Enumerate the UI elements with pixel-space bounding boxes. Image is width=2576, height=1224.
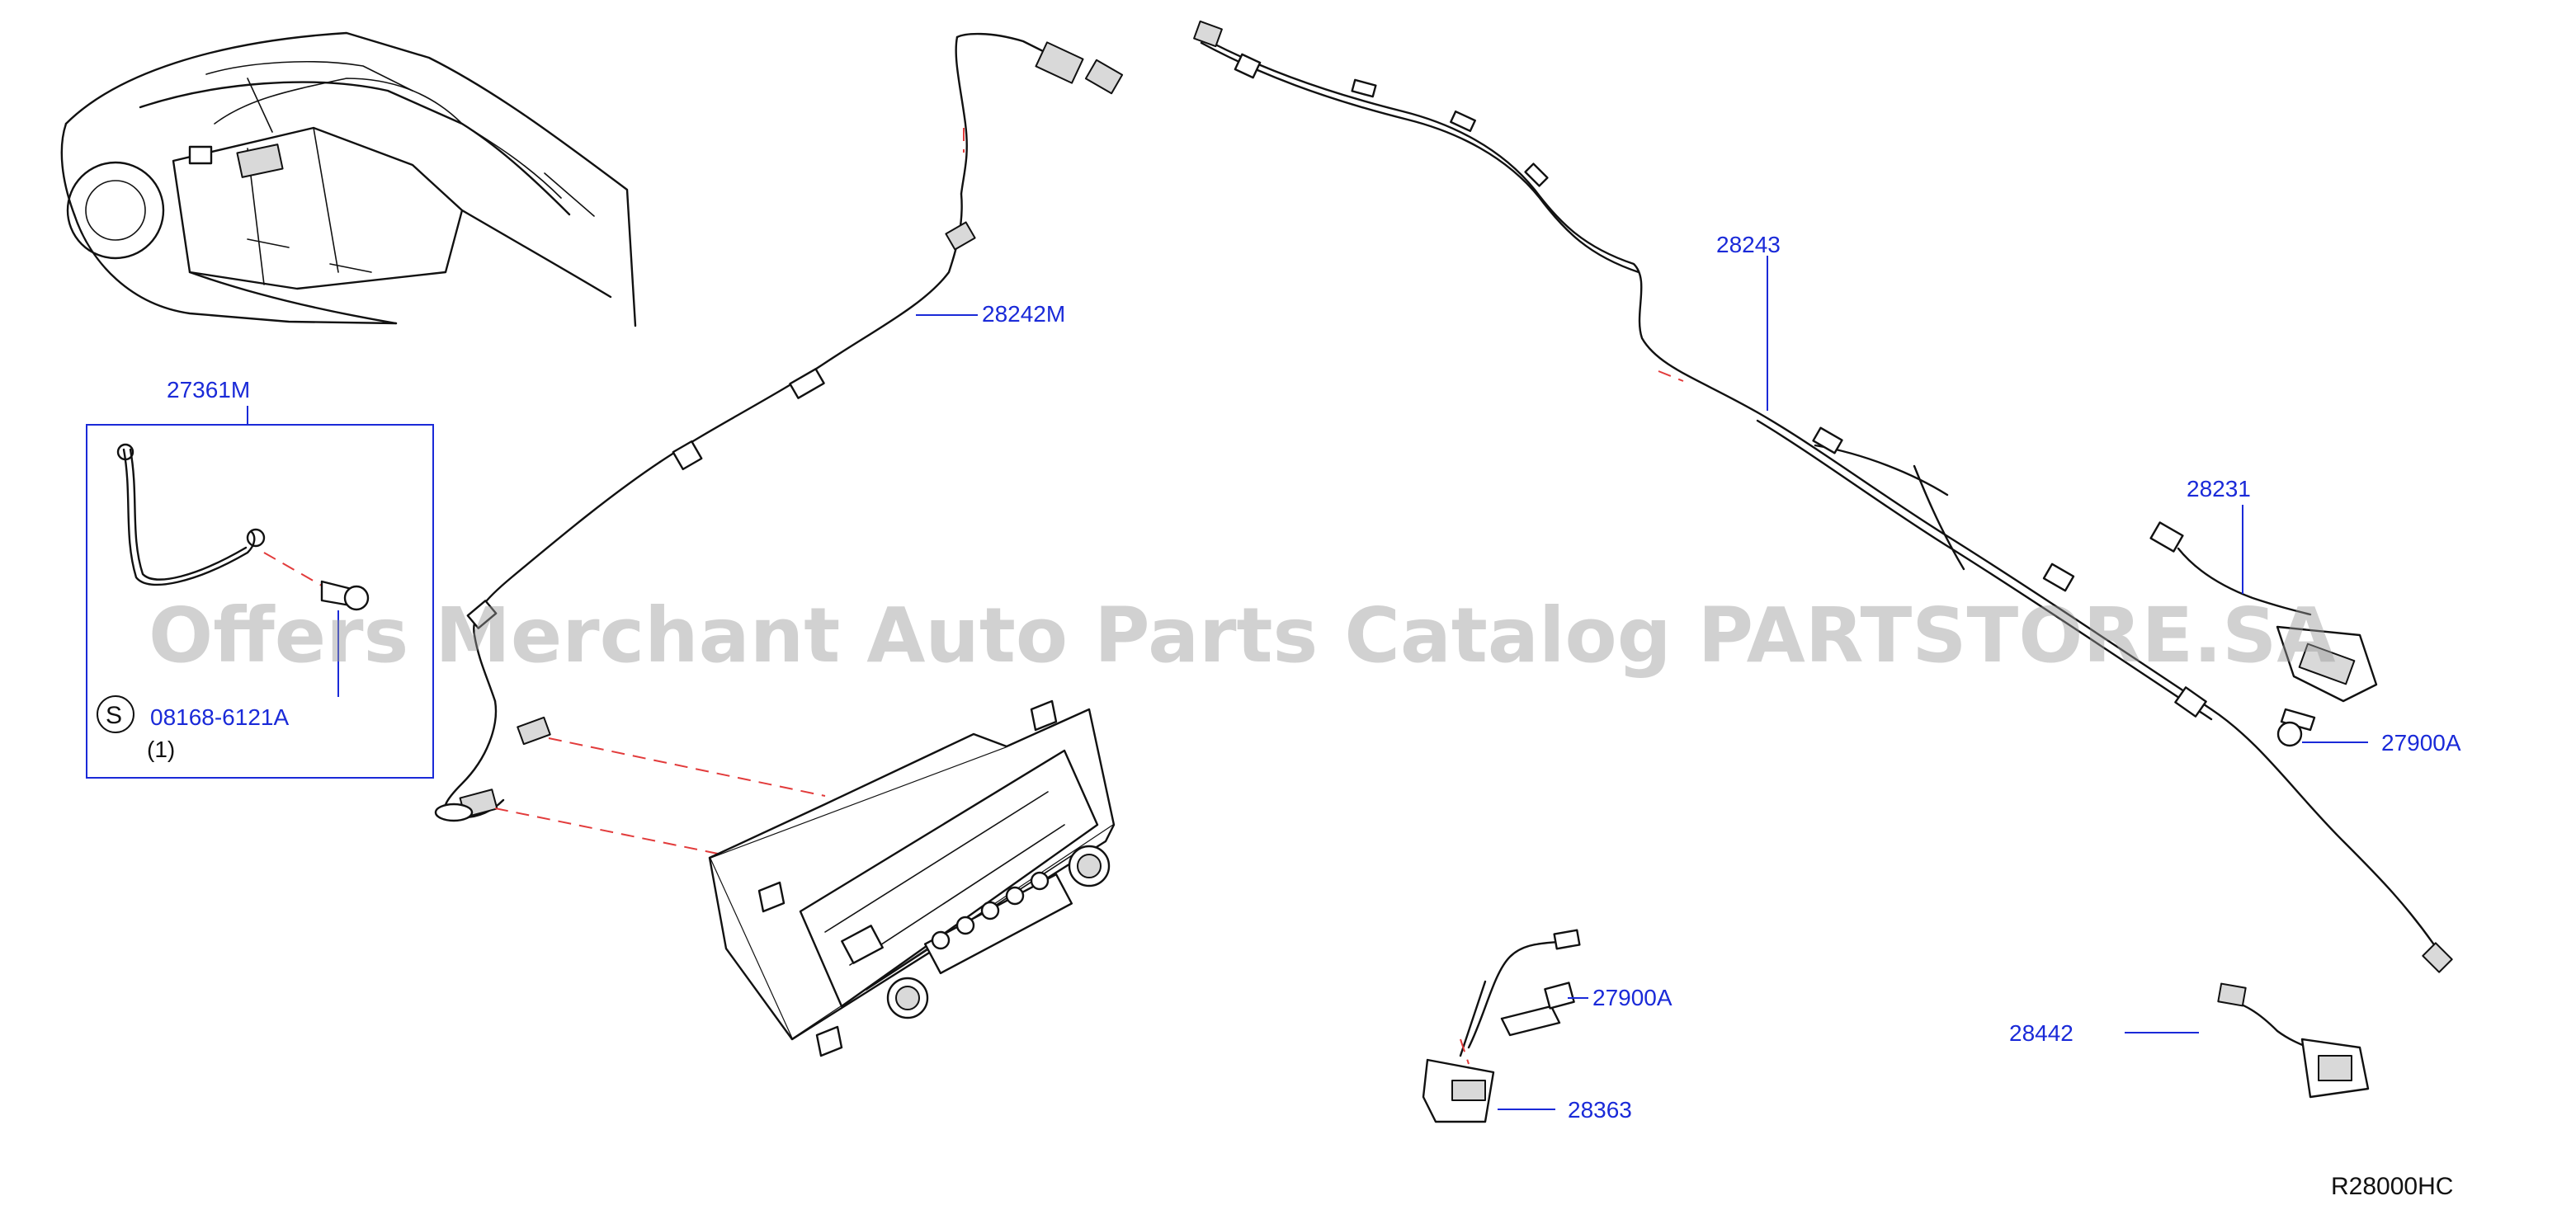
part-28242M-cable	[434, 32, 1124, 822]
part-28231-group	[2149, 505, 2378, 747]
label-28231[interactable]: 28231	[2187, 476, 2251, 501]
part-28243-harness	[1193, 20, 2453, 973]
label-28442[interactable]: 28442	[2009, 1020, 2074, 1046]
label-27361M[interactable]: 27361M	[167, 377, 250, 403]
part-28363-group	[1422, 929, 1588, 1123]
qty-08168-6121A: (1)	[147, 737, 175, 762]
label-28242M[interactable]: 28242M	[982, 301, 1065, 327]
label-28243[interactable]: 28243	[1716, 232, 1781, 257]
part-28442-group	[2125, 982, 2370, 1099]
audio-unit	[494, 699, 1116, 1057]
label-28363[interactable]: 28363	[1568, 1097, 1632, 1123]
label-08168-6121A[interactable]: 08168-6121A	[150, 704, 289, 730]
watermark-text: Offers Merchant Auto Parts Catalog PARTS…	[149, 591, 2336, 680]
label-27900A-bottom[interactable]: 27900A	[1592, 985, 1673, 1010]
label-27900A-right[interactable]: 27900A	[2381, 730, 2461, 756]
part-27361M-group	[86, 406, 434, 779]
s-marker: S	[106, 702, 122, 729]
vehicle-illustration	[60, 31, 637, 327]
reference-code: R28000HC	[2331, 1173, 2453, 1200]
